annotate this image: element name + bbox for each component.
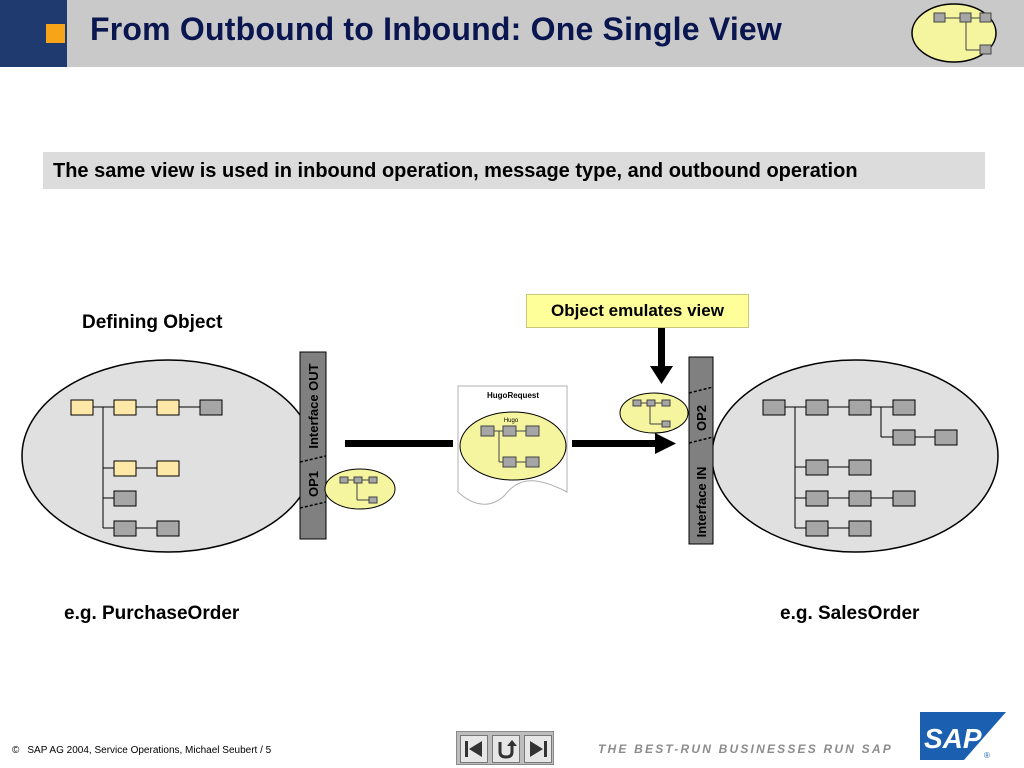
defining-object-ellipse — [21, 359, 315, 553]
interface-in-label: Interface IN — [694, 467, 709, 538]
header-accent-square — [46, 24, 65, 43]
message-inner-label: Hugo — [504, 418, 519, 424]
svg-text:®: ® — [984, 751, 990, 760]
callout-arrow — [650, 328, 673, 384]
footer-slogan: THE BEST-RUN BUSINESSES RUN SAP — [598, 742, 893, 756]
copyright-symbol: © — [12, 745, 20, 756]
footer-text: SAP AG 2004, Service Operations, Michael… — [27, 745, 272, 756]
svg-text:SAP: SAP — [924, 723, 982, 754]
header-band — [67, 0, 1024, 67]
callout-box: Object emulates view — [526, 294, 749, 328]
flow-arrow-left — [345, 440, 453, 447]
target-object-ellipse — [711, 359, 999, 553]
op1-label: OP1 — [306, 471, 321, 497]
op2-view-icon — [619, 392, 689, 434]
subtitle-text: The same view is used in inbound operati… — [53, 160, 858, 182]
defining-object-label: Defining Object — [82, 312, 223, 333]
header-view-icon — [911, 3, 997, 63]
subtitle-box — [43, 152, 985, 189]
right-example-label: e.g. SalesOrder — [780, 603, 920, 624]
footer-copyright: © SAP AG 2004, Service Operations, Michae… — [12, 745, 271, 756]
flow-arrow-right — [572, 433, 676, 454]
interface-out-bar: Interface OUT OP1 — [299, 351, 327, 540]
slide-title: From Outbound to Inbound: One Single Vie… — [90, 11, 782, 47]
sap-logo: SAP ® — [920, 712, 1006, 760]
interface-in-bar: OP2 Interface IN — [688, 356, 714, 545]
callout-text: Object emulates view — [551, 301, 724, 320]
op1-view-icon — [324, 468, 396, 510]
arrow-right-icon[interactable] — [524, 735, 552, 763]
arrow-left-icon[interactable] — [460, 735, 488, 763]
op2-label: OP2 — [694, 405, 709, 431]
slide-nav — [456, 731, 554, 765]
message-document: HugoRequest Hugo — [457, 385, 568, 505]
return-arrow-icon[interactable] — [492, 735, 520, 763]
interface-out-label: Interface OUT — [306, 363, 321, 448]
message-title: HugoRequest — [487, 391, 539, 400]
left-example-label: e.g. PurchaseOrder — [64, 603, 240, 624]
